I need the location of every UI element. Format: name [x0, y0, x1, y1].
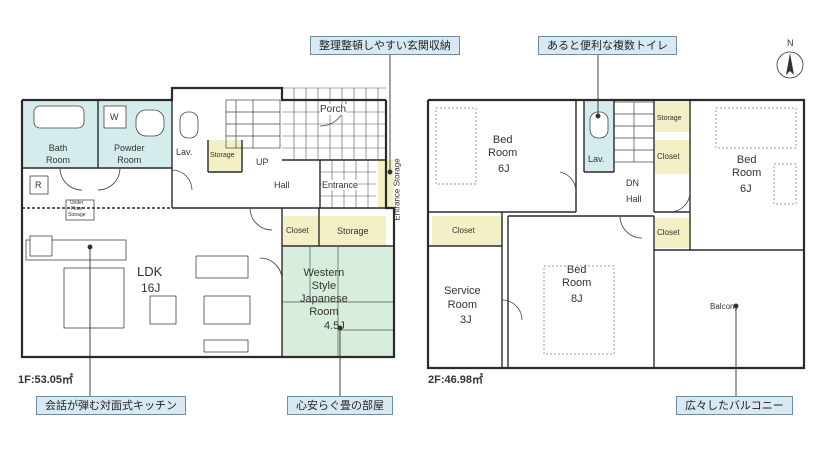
porch-label: Porch: [320, 104, 347, 115]
closet-1f-label: Closet: [286, 226, 309, 235]
lav-1f-label: Lav.: [176, 147, 193, 157]
w-mark-label: W: [110, 112, 119, 122]
balcony-label: Balcony: [710, 302, 739, 311]
western-room-label: Western Style Japanese Room: [300, 267, 348, 318]
bath-room-label: Bath Room: [46, 143, 71, 165]
floor2-plan: [426, 98, 806, 370]
closet-2f-top-label: Closet: [657, 152, 680, 161]
bedroom3-size-label: 8J: [571, 293, 583, 305]
bedroom3-label: Bed Room: [562, 264, 592, 289]
western-room-size-label: 4.5J: [324, 320, 345, 332]
powder-room-label: Powder Room: [114, 143, 145, 165]
compass-label: N: [787, 38, 794, 48]
floor2-area-label: 2F:46.98㎡: [428, 374, 484, 386]
storage-1f-small-label: Storage: [210, 152, 235, 159]
service-room-size-label: 3J: [460, 314, 472, 326]
storage-1f-label: Storage: [337, 226, 369, 236]
callout-tatami-room: 心安らぐ畳の部屋: [287, 396, 393, 415]
callout-kitchen: 会話が弾む対面式キッチン: [36, 396, 186, 415]
compass-icon: [776, 51, 804, 79]
closet-2f-right-label: Closet: [657, 228, 680, 237]
callout-entrance-storage: 整理整頓しやすい玄関収納: [310, 36, 460, 55]
closet-2f-left-label: Closet: [452, 226, 475, 235]
lav-2f-label: Lav.: [588, 154, 605, 164]
under-floor-storage-label: Under Floor Storage: [68, 200, 86, 218]
entrance-label: Entrance: [322, 180, 359, 190]
up-label: UP: [256, 157, 269, 167]
bedroom1-label: Bed Room: [488, 134, 518, 159]
r-mark-label: R: [35, 180, 42, 190]
callout-balcony: 広々したバルコニー: [676, 396, 793, 415]
service-room-label: Service Room: [444, 285, 481, 311]
entrance-storage-label: Entrance Storage: [392, 158, 402, 221]
ldk-size-label: 16J: [141, 281, 161, 295]
floor1-area-label: 1F:53.05㎡: [18, 374, 74, 386]
bedroom2-label: Bed Room: [732, 154, 762, 179]
bedroom2-size-label: 6J: [740, 183, 752, 195]
hall-2f-label: Hall: [626, 194, 642, 204]
floor1-plan: [20, 86, 396, 359]
dn-label: DN: [626, 178, 639, 188]
hall-1f-label: Hall: [274, 180, 290, 190]
callout-multiple-toilets: あると便利な複数トイレ: [538, 36, 677, 55]
bedroom1-size-label: 6J: [498, 163, 510, 175]
storage-2f-label: Storage: [657, 115, 682, 122]
ldk-label: LDK: [137, 264, 163, 279]
